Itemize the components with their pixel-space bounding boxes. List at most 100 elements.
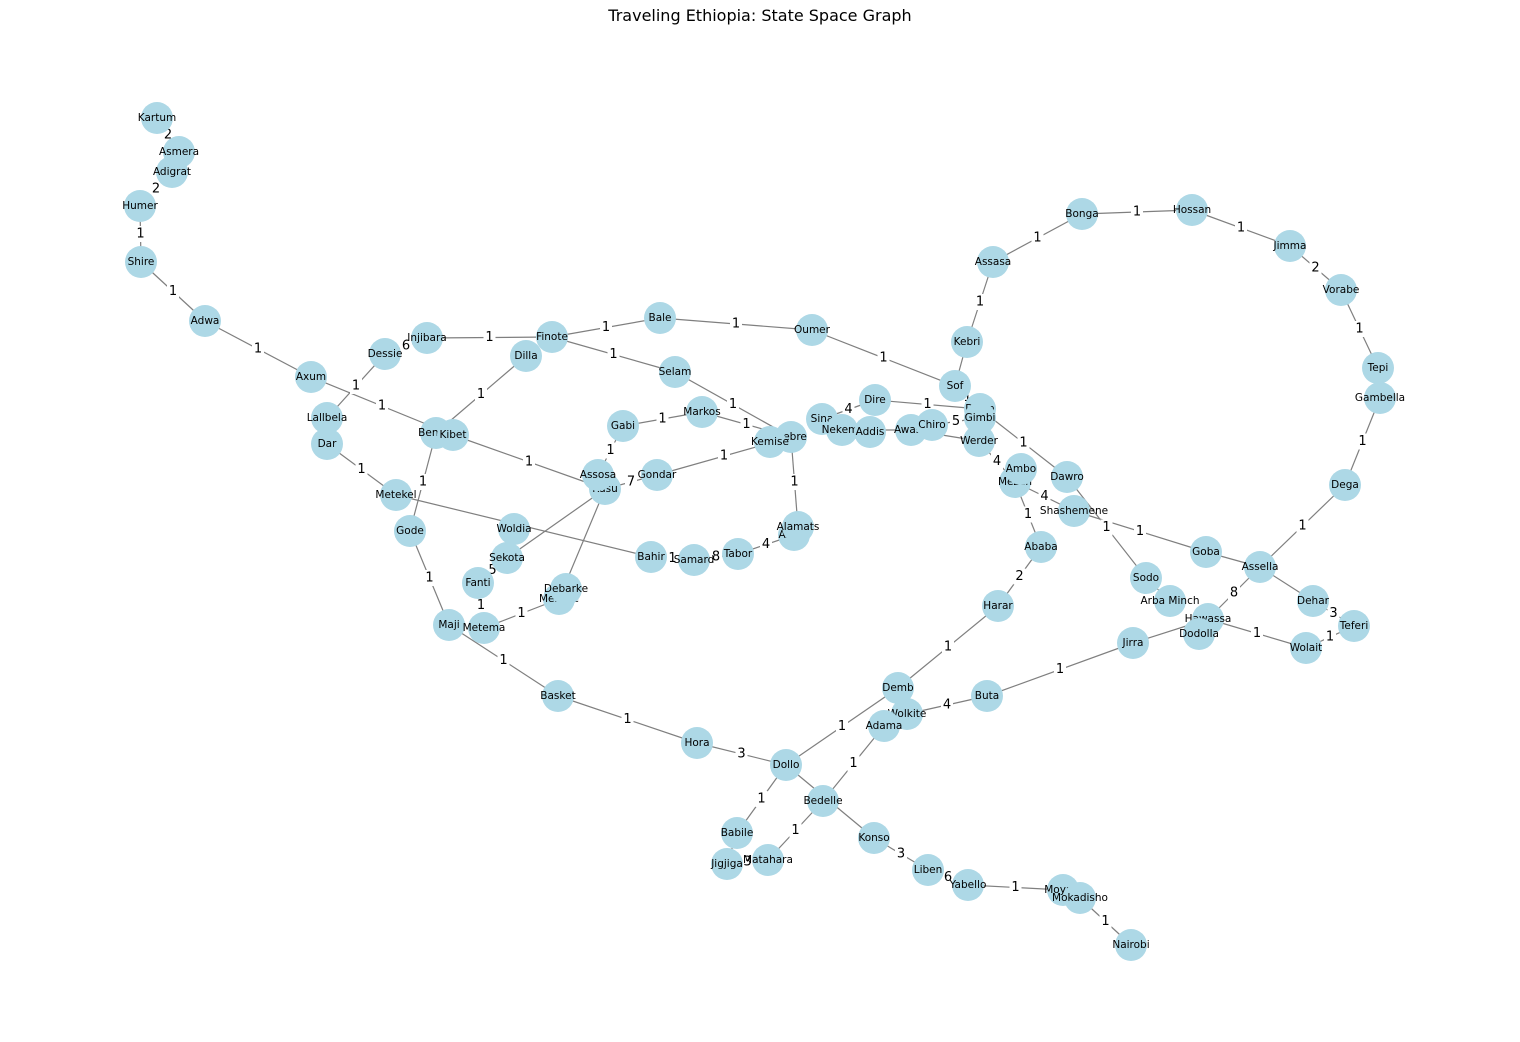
node-label: Jigjiga — [710, 858, 743, 870]
node-circle — [782, 511, 814, 543]
node-circle — [1190, 536, 1222, 568]
edge-weight-bg — [1017, 435, 1030, 451]
edge-weight-bg — [740, 416, 753, 433]
edge-weight-bg — [895, 846, 907, 862]
node-circle — [964, 402, 996, 434]
node-circle — [1244, 551, 1276, 583]
edge-weight-bg — [417, 474, 429, 490]
node-label: Mokadisho — [1052, 892, 1108, 904]
node-hora: Hora — [681, 727, 713, 759]
node-circle — [854, 416, 886, 448]
node-circle — [982, 590, 1014, 622]
edge-weight-label: 1 — [757, 792, 765, 807]
node-circle — [796, 314, 828, 346]
node-label: Wolait — [1290, 642, 1323, 654]
edge-weight-bg — [735, 746, 748, 762]
node-circle — [722, 538, 754, 570]
edge-weight-label: 4 — [844, 402, 852, 417]
edge-weight-bg — [497, 652, 510, 669]
edge-weight-label: 1 — [1298, 519, 1306, 534]
node-label: Nairobi — [1112, 939, 1149, 951]
edge-weight-bg — [1228, 585, 1240, 601]
node-circle — [1115, 929, 1147, 961]
node-label: Vorabe — [1323, 284, 1360, 296]
node-adigrat: Adigrat — [153, 156, 191, 188]
edge-weight-label: 4 — [993, 454, 1001, 469]
node-circle — [1274, 230, 1306, 262]
node-circle — [681, 727, 713, 759]
node-label: Kebri — [954, 336, 981, 348]
node-humer: Humer — [122, 190, 158, 222]
node-label: Shire — [128, 256, 155, 268]
node-nekemt: Nekemt — [822, 414, 862, 446]
edge-weight-label: 1 — [517, 606, 525, 621]
node-gode: Gode — [394, 515, 426, 547]
node-label: Kartum — [138, 112, 176, 124]
node-label: Debarke — [544, 583, 588, 595]
node-label: Tepi — [1367, 362, 1389, 374]
node-konso: Konso — [858, 822, 890, 854]
node-label: Demb — [882, 682, 914, 694]
node-circle — [369, 338, 401, 370]
node-label: Metekel — [375, 489, 416, 501]
edge-weight-bg — [355, 461, 368, 478]
node-circle — [678, 544, 710, 576]
node-maji: Maji — [433, 609, 465, 641]
node-label: Sekota — [489, 552, 525, 564]
node-hossan: Hossan — [1173, 194, 1211, 226]
node-ambo: Ambo — [1005, 453, 1037, 485]
edge-weight-bg — [877, 350, 890, 366]
node-circle — [641, 459, 673, 491]
edge-weight-label: 1 — [425, 571, 433, 586]
edge-weight-label: 1 — [1133, 205, 1141, 220]
node-label: Dehar — [1297, 595, 1330, 607]
node-dilla: Dilla — [510, 340, 542, 372]
node-arba-minch: Arba Minch — [1141, 585, 1200, 617]
node-lallbela: Lallbela — [307, 402, 347, 434]
node-label: Dar — [318, 438, 338, 450]
node-circle — [711, 848, 743, 880]
node-circle — [659, 356, 691, 388]
edge-weight-bg — [1324, 629, 1336, 645]
node-circle — [951, 326, 983, 358]
edge-weight-label: 4 — [943, 698, 951, 713]
node-axum: Axum — [295, 361, 327, 393]
edge-sekota-rasu — [506, 488, 606, 559]
node-circle — [752, 844, 784, 876]
node-label: Bahir — [637, 551, 665, 563]
node-fanti: Fanti — [462, 567, 494, 599]
node-circle — [156, 156, 188, 188]
edge-weight-label: 1 — [790, 475, 798, 490]
node-label: Woldia — [496, 523, 531, 535]
edge-weight-bg — [625, 474, 637, 490]
node-assella: Assella — [1242, 551, 1278, 583]
node-label: Kibet — [439, 429, 466, 441]
edge-weight-label: 1 — [136, 227, 144, 242]
node-label: Gambella — [1355, 392, 1405, 404]
node-matahara: Matahara — [743, 844, 793, 876]
node-dega: Dega — [1329, 469, 1361, 501]
edge-weight-label: 4 — [762, 537, 770, 552]
node-label: Dessie — [368, 348, 403, 360]
edge-weight-bg — [842, 401, 855, 418]
edge-weight-bg — [1100, 519, 1113, 536]
edge-weight-bg — [483, 329, 496, 346]
node-label: Tabor — [723, 548, 753, 560]
edge-weight-label: 6 — [944, 870, 952, 885]
node-circle — [1064, 882, 1096, 914]
edge-weight-bg — [376, 398, 388, 414]
node-dawro: Dawro — [1050, 461, 1084, 493]
edge-weight-label: 1 — [976, 295, 984, 310]
node-liben: Liben — [912, 854, 944, 886]
node-dire: Dire — [859, 384, 891, 416]
node-label: Gabi — [611, 420, 635, 432]
node-label: Alamats — [777, 521, 820, 533]
node-label: Adigrat — [153, 166, 191, 178]
edge-weight-bg — [941, 697, 953, 713]
edge-weight-label: 1 — [1326, 630, 1334, 645]
node-circle — [868, 710, 900, 742]
node-shashemene: Shashemene — [1040, 495, 1108, 527]
node-sodo: Sodo — [1130, 562, 1162, 594]
edge-weight-label: 1 — [742, 417, 750, 432]
node-oumer: Oumer — [794, 314, 831, 346]
